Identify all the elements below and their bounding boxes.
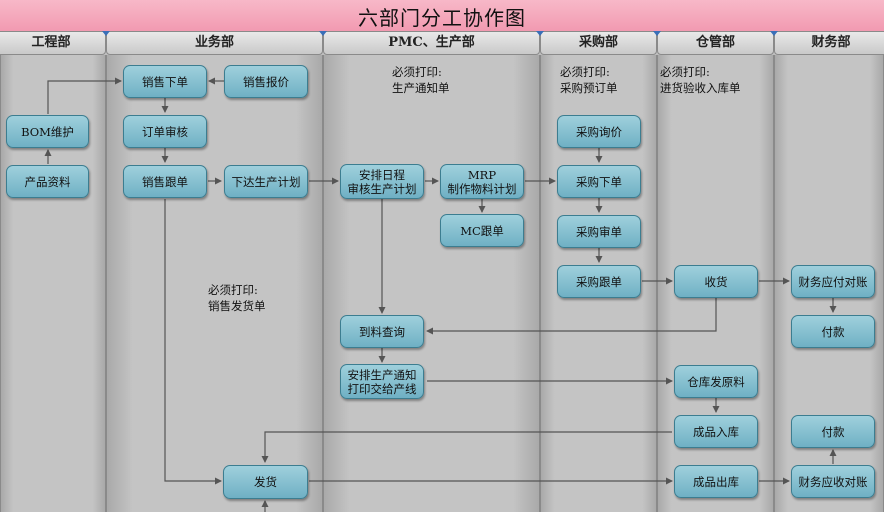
diagram-title: 六部门分工协作图 — [358, 6, 526, 30]
box-sales-order[interactable]: 销售下单 — [123, 65, 207, 98]
box-schedule-review[interactable]: 安排日程 审核生产计划 — [340, 164, 424, 199]
box-purchase-follow-up[interactable]: 采购跟单 — [557, 265, 641, 298]
lane-marker-icon — [770, 31, 778, 36]
box-issue-production-plan[interactable]: 下达生产计划 — [224, 165, 308, 198]
box-product-data[interactable]: 产品资料 — [6, 165, 89, 198]
box-receivable-reconcile[interactable]: 财务应收对账 — [791, 465, 875, 498]
lane-marker-icon — [102, 31, 110, 36]
box-payable-reconcile[interactable]: 财务应付对账 — [791, 265, 875, 298]
box-order-review[interactable]: 订单审核 — [123, 115, 207, 148]
box-ship[interactable]: 发货 — [223, 465, 308, 499]
box-mc-follow-up[interactable]: MC跟单 — [440, 214, 524, 247]
box-receive-goods[interactable]: 收货 — [674, 265, 758, 298]
note-warehouse: 必须打印: 进货验收入库单 — [660, 65, 741, 95]
lane-marker-icon — [536, 31, 544, 36]
box-purchase-order[interactable]: 采购下单 — [557, 165, 641, 198]
box-sales-quote[interactable]: 销售报价 — [224, 65, 308, 98]
box-sales-follow-up[interactable]: 销售跟单 — [123, 165, 207, 198]
box-warehouse-issue[interactable]: 仓库发原料 — [674, 365, 758, 398]
lane-header-pmc: PMC、生产部 — [323, 31, 540, 55]
lane-header-engineering: 工程部 — [0, 31, 106, 55]
box-payment-1[interactable]: 付款 — [791, 315, 875, 348]
box-purchase-inquiry[interactable]: 采购询价 — [557, 115, 641, 148]
note-sales: 必须打印: 销售发货单 — [208, 283, 266, 313]
box-mrp-material-plan[interactable]: MRP 制作物料计划 — [440, 164, 524, 199]
note-pmc: 必须打印: 生产通知单 — [392, 65, 450, 95]
box-payment-2[interactable]: 付款 — [791, 415, 875, 448]
lane-pmc — [323, 55, 540, 512]
box-finished-goods-out[interactable]: 成品出库 — [674, 465, 758, 498]
lane-header-warehouse: 仓管部 — [657, 31, 774, 55]
box-production-notice[interactable]: 安排生产通知 打印交给产线 — [340, 364, 424, 399]
lane-header-sales: 业务部 — [106, 31, 323, 55]
box-bom-maintenance[interactable]: BOM维护 — [6, 115, 89, 148]
box-finished-goods-in[interactable]: 成品入库 — [674, 415, 758, 448]
box-purchase-review[interactable]: 采购审单 — [557, 215, 641, 248]
note-purchasing: 必须打印: 采购预订单 — [560, 65, 618, 95]
lane-marker-icon — [653, 31, 661, 36]
lane-marker-icon — [319, 31, 327, 36]
lane-header-purchasing: 采购部 — [540, 31, 657, 55]
box-material-query[interactable]: 到料查询 — [340, 315, 424, 348]
lane-header-finance: 财务部 — [774, 31, 884, 55]
